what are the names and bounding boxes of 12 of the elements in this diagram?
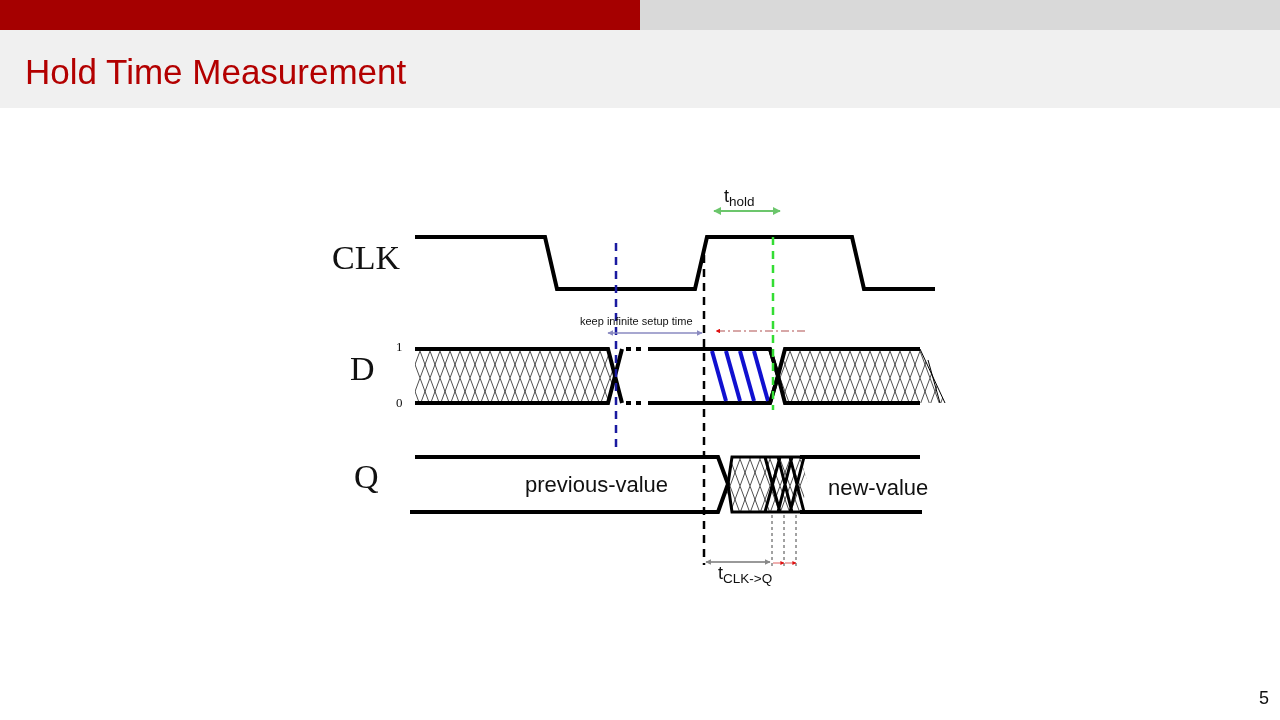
signal-name: CLK [332,241,400,275]
logic-level: 1 [396,340,403,353]
page-number: 5 [1259,689,1269,707]
value-label: new-value [828,477,929,499]
value-label: previous-value [525,474,669,496]
delay-label: t$_{CLK->Q}$ [718,564,773,586]
annotation: keep infinite setup time [580,316,693,327]
signal-name: D [350,352,375,386]
logic-level: 0 [396,396,403,409]
signal-name: Q [354,460,379,494]
slide-title: Hold Time Measurement [25,54,407,89]
hold-time-label: t$_{hold}$ [724,187,755,209]
